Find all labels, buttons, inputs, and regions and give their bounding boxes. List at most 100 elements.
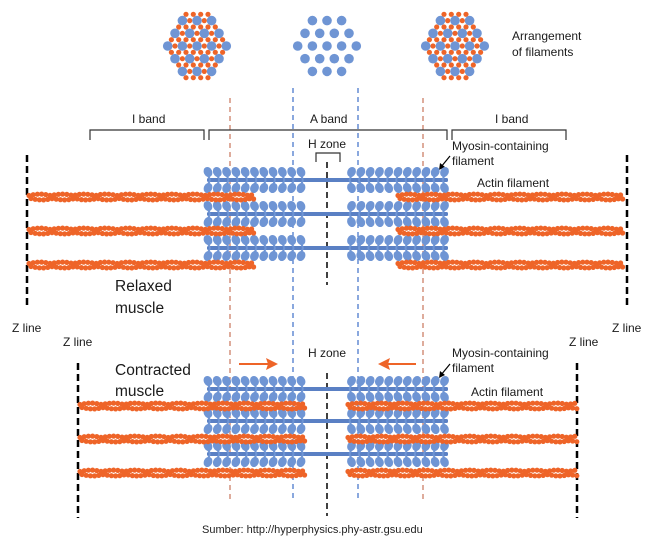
actin-bead bbox=[467, 400, 473, 406]
actin-bead bbox=[228, 434, 234, 440]
actin-bead bbox=[285, 473, 291, 479]
actin-bead bbox=[106, 433, 112, 439]
actin-bead bbox=[475, 225, 481, 231]
actin-bead bbox=[446, 467, 452, 473]
myosin-head bbox=[440, 234, 449, 246]
actin-bead bbox=[439, 196, 445, 202]
actin-bead bbox=[106, 225, 112, 231]
myosin-neck bbox=[441, 179, 446, 186]
actin-bead bbox=[121, 438, 127, 444]
actin-bead bbox=[55, 225, 62, 231]
actin-bead bbox=[471, 225, 477, 231]
actin-bead bbox=[201, 439, 207, 445]
actin-bead bbox=[249, 192, 255, 198]
actin-dot bbox=[445, 18, 451, 24]
actin-bead bbox=[468, 196, 474, 203]
a-band-bracket bbox=[208, 129, 448, 140]
myosin-dot bbox=[435, 15, 446, 26]
actin-bead bbox=[511, 473, 517, 479]
actin-bead bbox=[155, 439, 161, 445]
myosin-neck bbox=[357, 388, 362, 395]
actin-bead bbox=[287, 467, 293, 473]
myosin-neck bbox=[216, 208, 221, 215]
actin-dot bbox=[448, 49, 454, 55]
myosin-dot bbox=[314, 28, 325, 39]
myosin-head bbox=[296, 166, 306, 178]
actin-bead bbox=[198, 260, 204, 266]
actin-bead bbox=[376, 406, 382, 412]
actin-bead bbox=[53, 264, 59, 270]
myosin-neck bbox=[348, 213, 353, 220]
actin-bead bbox=[443, 230, 449, 236]
actin-dot bbox=[448, 37, 454, 43]
actin-bead bbox=[45, 196, 51, 202]
myosin-head bbox=[287, 200, 297, 212]
myosin-head bbox=[440, 423, 449, 435]
myosin-neck bbox=[357, 174, 362, 181]
actin-bead bbox=[279, 401, 285, 407]
myosin-head bbox=[384, 200, 394, 212]
myosin-neck bbox=[216, 448, 221, 455]
myosin-head bbox=[296, 200, 306, 212]
myosin-neck bbox=[422, 420, 427, 427]
actin-bead bbox=[43, 260, 49, 266]
actin-bead bbox=[91, 196, 97, 202]
myosin-neck bbox=[207, 213, 211, 220]
myosin-neck bbox=[225, 415, 230, 422]
actin-bead bbox=[477, 197, 483, 203]
actin-bead bbox=[463, 400, 469, 406]
myosin-head bbox=[231, 391, 241, 403]
myosin-neck bbox=[290, 179, 295, 186]
actin-bead bbox=[53, 230, 59, 236]
myosin-head bbox=[384, 250, 394, 262]
actin-bead bbox=[153, 433, 159, 439]
actin-bead bbox=[492, 191, 498, 197]
actin-bead bbox=[618, 260, 624, 266]
actin-bead bbox=[509, 433, 515, 439]
actin-bead bbox=[481, 230, 487, 236]
actin-relaxed-label: Actin filament bbox=[477, 176, 550, 190]
myosin-head bbox=[212, 200, 222, 212]
actin-bead bbox=[157, 467, 163, 473]
actin-bead bbox=[555, 400, 561, 406]
actin-bead bbox=[232, 191, 238, 197]
myosin-neck bbox=[395, 213, 399, 220]
myosin-head bbox=[421, 216, 431, 228]
actin-bead bbox=[403, 191, 409, 197]
actin-dot bbox=[445, 68, 451, 74]
myosin-head bbox=[278, 250, 287, 262]
actin-bead bbox=[270, 401, 276, 407]
actin-bead bbox=[239, 472, 245, 479]
actin-bead bbox=[112, 264, 118, 270]
actin-bead bbox=[118, 192, 124, 198]
myosin-head bbox=[287, 182, 297, 194]
actin-bead bbox=[569, 264, 575, 270]
myosin-dot bbox=[177, 66, 188, 77]
actin-bead bbox=[517, 259, 523, 265]
actin-dot bbox=[463, 49, 469, 55]
actin-bead bbox=[196, 265, 202, 271]
actin-bead bbox=[200, 196, 206, 202]
actin-bead bbox=[163, 472, 169, 478]
actin-bead bbox=[266, 467, 272, 473]
actin-bead bbox=[213, 231, 219, 237]
actin-bead bbox=[221, 264, 227, 270]
actin-bead bbox=[70, 264, 76, 270]
myosin-neck bbox=[348, 179, 353, 186]
myosin-neck bbox=[395, 383, 399, 390]
actin-bead bbox=[215, 225, 221, 231]
actin-bead bbox=[435, 404, 441, 411]
actin-bead bbox=[559, 191, 565, 197]
myosin-rod bbox=[207, 246, 448, 250]
myosin-head bbox=[203, 182, 213, 194]
myosin-neck bbox=[216, 420, 221, 427]
actin-bead bbox=[161, 401, 167, 407]
actin-bead bbox=[548, 196, 554, 202]
actin-dot bbox=[205, 37, 211, 43]
actin-bead bbox=[279, 434, 285, 440]
actin-dot bbox=[198, 11, 204, 17]
myosin-neck bbox=[262, 208, 267, 215]
actin-bead bbox=[429, 225, 435, 231]
actin-bead bbox=[234, 231, 240, 237]
myosin-neck bbox=[216, 415, 221, 422]
